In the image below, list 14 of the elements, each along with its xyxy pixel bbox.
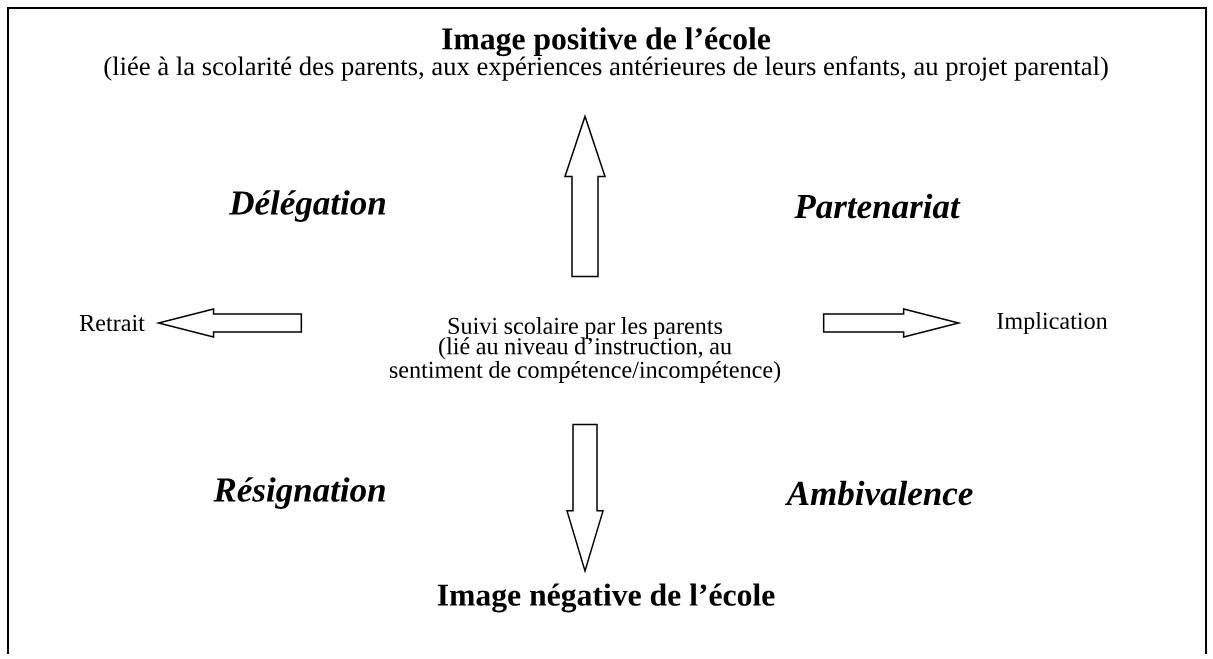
block-arrow — [822, 308, 962, 338]
quadrant-label: Partenariat — [794, 193, 961, 219]
note: (liée à la scolarité des parents, aux expériences antérieures de leurs enfants, au projet parental) — [104, 56, 1108, 81]
quadrant-label: Ambivalence — [784, 480, 973, 506]
heading: Image positive de l’école — [442, 27, 771, 57]
node-text: Implication — [997, 312, 1108, 334]
quadrant-label: Résignation — [213, 477, 385, 509]
node-text: Retrait — [79, 314, 145, 332]
quadrant-label: Délégation — [229, 190, 386, 222]
block-arrow — [155, 308, 303, 338]
block-arrow — [563, 114, 607, 278]
block-arrow — [566, 423, 604, 574]
heading: Image négative de l’école — [437, 583, 775, 613]
note: (lié au niveau d’instruction, au sentiment de compétence/incompétence) — [389, 337, 781, 383]
